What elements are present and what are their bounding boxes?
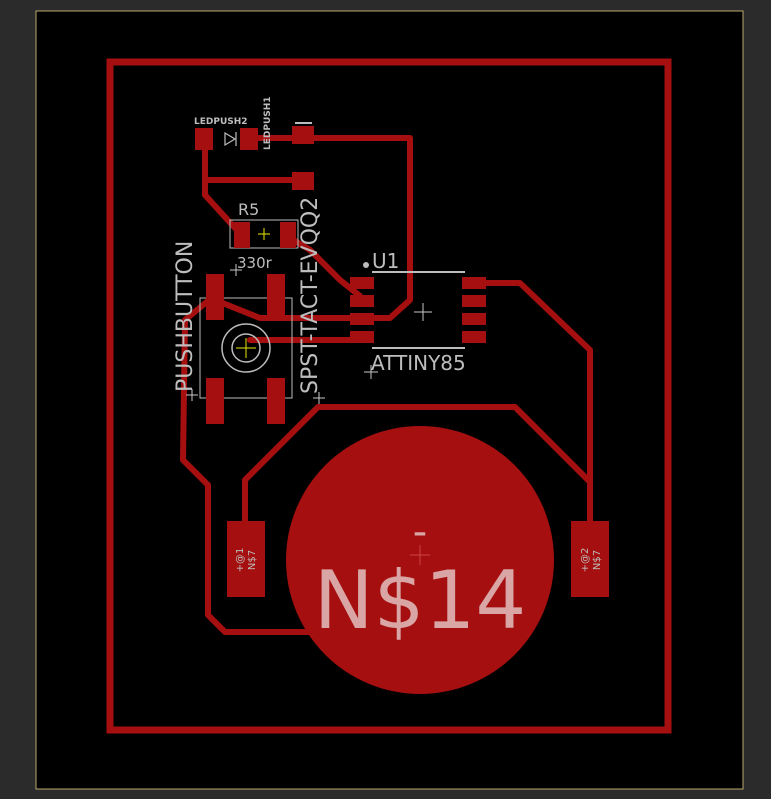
r5-origin-cross (258, 228, 270, 240)
pad-right (571, 521, 609, 597)
led-push2-pad-a (195, 128, 213, 150)
led-push1-pad-a (292, 126, 314, 144)
u1-pad-2 (350, 295, 374, 307)
u1-pad-8 (462, 277, 486, 289)
trace-top-arc (242, 404, 593, 530)
trace-u1-right (472, 280, 593, 485)
battery-origin-cross (410, 545, 430, 565)
spst-label: SPST-TACT-EVQQ2 (298, 197, 323, 394)
pushbutton-label: PUSHBUTTON (173, 241, 198, 392)
pad-right-name: N$7 (592, 550, 603, 570)
led-push1-label: LEDPUSH1 (263, 96, 273, 150)
board-outline-trace (106, 58, 672, 734)
pushbutton-circle-outer (221, 323, 271, 373)
r5-label: R5 (238, 200, 259, 219)
pushbutton-pad-1 (206, 274, 224, 320)
u1-pad-5 (462, 331, 486, 343)
u1-pad-6 (462, 313, 486, 325)
led-push2-label: LEDPUSH2 (194, 117, 248, 127)
pushbutton-pad-2 (267, 274, 285, 320)
r5-pad-b (280, 222, 296, 248)
r5-value: 330r (237, 254, 273, 272)
r5-pad-a (234, 222, 250, 248)
u1-label: U1 (372, 249, 399, 273)
pad-left (227, 521, 265, 597)
attiny-label: ATTINY85 (371, 351, 466, 375)
u1-pad-7 (462, 295, 486, 307)
pad-left-pin: +@1 (235, 548, 246, 573)
u1-pad-4 (350, 331, 374, 343)
led-diode-icon (224, 131, 237, 147)
pushbutton-pad-3 (206, 378, 224, 424)
u1-origin-cross (364, 303, 432, 379)
u1-pad-3 (350, 313, 374, 325)
r5-silk (229, 219, 299, 249)
u1-pad-1 (350, 277, 374, 289)
pushbutton-origin-cross (236, 338, 256, 358)
pad-left-name: N$7 (247, 550, 258, 570)
copper-traces (180, 135, 593, 635)
trace-left-loop (180, 292, 315, 635)
battery-name-label: N$14 (314, 554, 527, 647)
u1-pin1-dot (363, 262, 369, 268)
pad-right-pin: +@2 (580, 548, 591, 573)
led-push2-pad-b (240, 128, 258, 150)
pushbutton-silk (199, 297, 293, 399)
trace-r5-left (202, 177, 238, 231)
trace-led-top (247, 135, 413, 321)
led-push1-pad-b (292, 172, 314, 190)
battery-minus-label: - (413, 509, 427, 555)
pushbutton-circle-inner (231, 333, 261, 363)
spst-origin-cross (186, 264, 325, 404)
trace-switch-u1 (212, 297, 363, 321)
pushbutton-pad-4 (267, 378, 285, 424)
